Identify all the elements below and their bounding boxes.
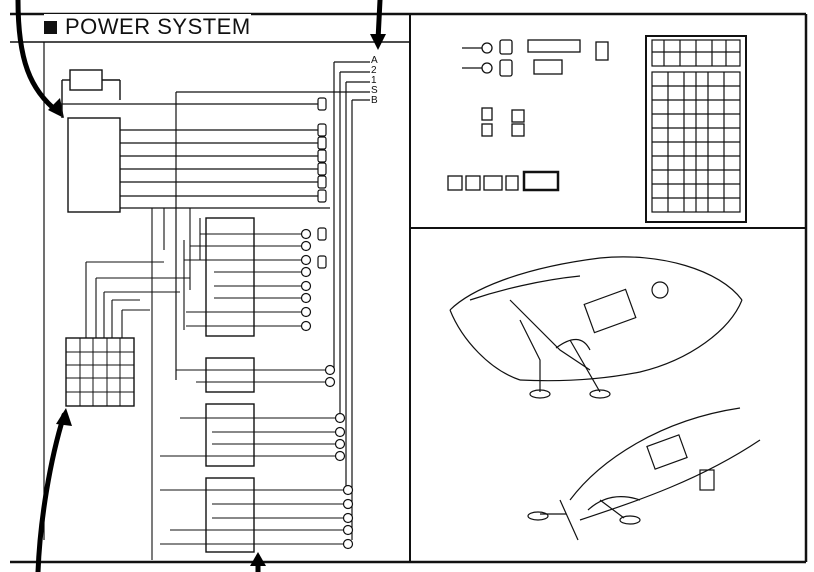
dashboard-sketch — [527, 407, 761, 541]
fuse-block — [61, 69, 121, 213]
callout-arrow-topleft — [15, 0, 61, 115]
callout-arrow-bottomleft — [35, 412, 67, 572]
fuse-box-grid — [645, 35, 747, 223]
relay-grid — [66, 338, 134, 406]
relay-wiring — [85, 208, 348, 560]
terminal-label-1: 1 — [371, 75, 377, 86]
callout-arrow-top — [375, 0, 383, 43]
terminal-label-s: S — [371, 85, 378, 96]
terminal-label-a: A — [371, 55, 378, 66]
engine-bay-sketch — [449, 256, 743, 399]
title-square-icon — [44, 20, 57, 34]
fuse-lines — [60, 103, 330, 209]
arrow-heads — [48, 34, 386, 566]
relay-terminals — [300, 228, 354, 550]
title-text: POWER SYSTEM — [65, 14, 251, 39]
fuse-connectors — [317, 97, 327, 269]
terminal-bus — [175, 61, 370, 540]
terminal-label-b: B — [371, 95, 378, 106]
relay-blocks — [65, 217, 255, 553]
page-frame — [10, 12, 808, 564]
page-title: POWER SYSTEM — [44, 14, 251, 40]
connector-panel — [447, 39, 609, 192]
terminal-label-2: 2 — [371, 65, 377, 76]
callout-arrows — [15, 0, 383, 572]
